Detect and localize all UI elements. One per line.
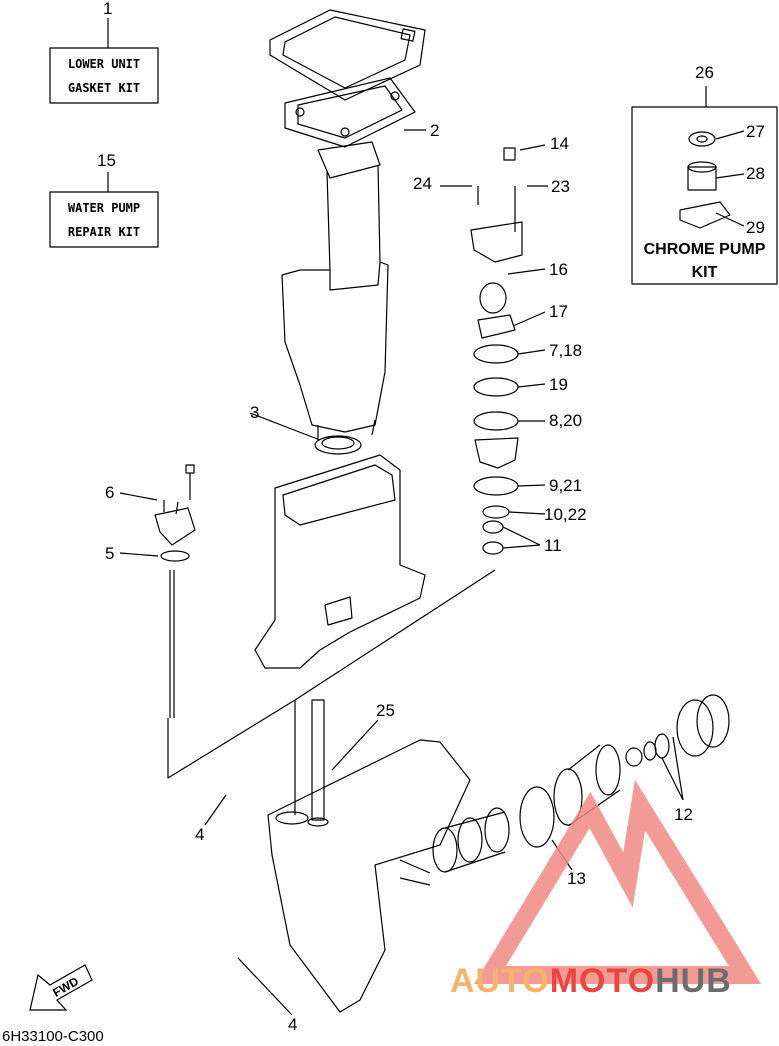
pump-housing [470,221,523,263]
callout-26: 26 [695,63,714,82]
chrome-kit-line1: CHROME PUMP [643,241,766,258]
insert-cartridge-16 [479,282,507,314]
callout-13: 13 [567,869,586,888]
watermark-hub: HUB [655,962,732,1000]
o-ring-10-22 [482,505,510,519]
o-ring-part-13 [519,786,555,848]
oil-seal-11a [482,520,504,534]
chrome-kit-line2: KIT [691,264,718,281]
callout-15: 15 [97,151,116,170]
callout-9-21: 9,21 [549,476,583,495]
oil-seal-11b [482,541,504,555]
watermark-logo-icon [474,779,762,984]
callout-2: 2 [430,121,440,140]
chrome-part-27 [688,131,716,147]
callout-16: 16 [549,260,568,279]
callout-17: 17 [549,302,568,321]
callout-10-22: 10,22 [544,505,587,524]
chrome-part-29 [679,201,731,229]
chrome-part-28 [687,166,717,191]
o-ring-part-5 [160,550,190,562]
drive-shaft [311,699,325,821]
callout-19: 19 [549,375,568,394]
exhaust-housing [281,261,389,433]
callout-27: 27 [746,122,765,141]
gasket-kit-line1: LOWER UNIT [67,57,141,71]
gasket-9-21 [473,476,519,496]
chrome-kit-box [631,106,778,285]
fwd-arrow-icon [29,964,93,1011]
callout-4b: 4 [288,1015,298,1034]
seal-part-3 [314,435,362,455]
callout-6: 6 [105,483,115,502]
pump-kit-line2: REPAIR KIT [67,225,141,239]
outer-plate-19 [473,377,519,397]
gasket-8-20 [473,411,519,431]
upper-plate [269,9,426,101]
gasket-kit-line2: GASKET KIT [67,81,141,95]
gasket-part-2 [284,77,416,148]
watermark-text: AUTOMOTOHUB [450,962,732,1001]
prop-housing [553,768,583,826]
callout-7-18: 7,18 [549,341,583,360]
gasket-kit-box [49,47,159,104]
callout-8-20: 8,20 [549,411,583,430]
callout-28: 28 [746,164,765,183]
callout-24: 24 [413,174,432,193]
gasket-7-18 [473,344,519,364]
lower-casing-upper [254,454,426,669]
watermark-moto: MOTO [549,962,656,1000]
callout-14: 14 [550,134,569,153]
diagram-code: 6H33100-C300 [2,1028,104,1045]
oil-seal-housing [154,507,196,546]
retainer-part-12 [676,699,714,757]
pump-kit-box [49,191,159,248]
watermark-auto: AUTO [450,962,550,1000]
callout-3: 3 [250,403,260,422]
callout-1: 1 [103,0,113,18]
pump-kit-line1: WATER PUMP [67,201,141,215]
callout-12: 12 [674,805,693,824]
callout-23: 23 [551,177,570,196]
callout-4a: 4 [195,825,205,844]
callout-29: 29 [746,218,765,237]
bushing-part-12 [625,747,643,767]
lower-gear-case [267,739,471,1013]
pump-case-lower [474,437,519,469]
callout-11: 11 [544,536,562,555]
callout-25: 25 [376,701,395,720]
impeller-17 [477,314,516,339]
callout-5: 5 [105,544,115,563]
pump-dowel-14 [503,147,516,161]
